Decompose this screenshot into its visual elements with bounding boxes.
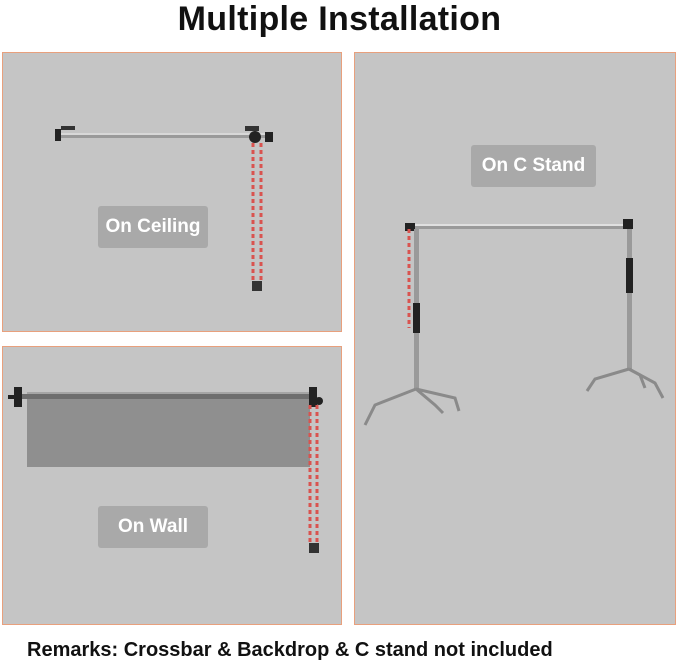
left-stand-leg-1 (363, 387, 417, 426)
right-wall-bracket (309, 387, 317, 407)
cstand-illustration (363, 219, 665, 426)
wall-chain-weight (309, 543, 319, 553)
panel-on-c-stand: On C Stand (354, 52, 676, 625)
right-stand-pole (627, 229, 632, 369)
chain-weight (252, 281, 262, 291)
left-ceiling-bracket (55, 129, 61, 141)
right-stand-leg-3 (628, 367, 647, 389)
ceiling-illustration (55, 126, 273, 291)
right-stand-leg-1 (585, 367, 630, 392)
panel-on-ceiling: On Ceiling (2, 52, 342, 332)
left-wall-bracket (14, 387, 22, 407)
label-on-ceiling: On Ceiling (98, 206, 208, 248)
left-stand-leg-2 (415, 387, 445, 415)
label-on-wall: On Wall (98, 506, 208, 548)
cstand-crossbar (411, 224, 633, 229)
left-stand-leg-3 (415, 387, 461, 412)
page-title: Multiple Installation (177, 0, 502, 38)
backdrop-roll (27, 392, 310, 467)
wall-crossbar (17, 394, 317, 399)
remarks-text: Remarks: Crossbar & Backdrop & C stand n… (27, 639, 553, 661)
right-ceiling-bracket (245, 126, 259, 131)
panel-on-wall: On Wall (2, 346, 342, 625)
wall-illustration (8, 387, 323, 553)
ceiling-crossbar (58, 133, 268, 138)
label-on-c-stand: On C Stand (471, 145, 596, 187)
